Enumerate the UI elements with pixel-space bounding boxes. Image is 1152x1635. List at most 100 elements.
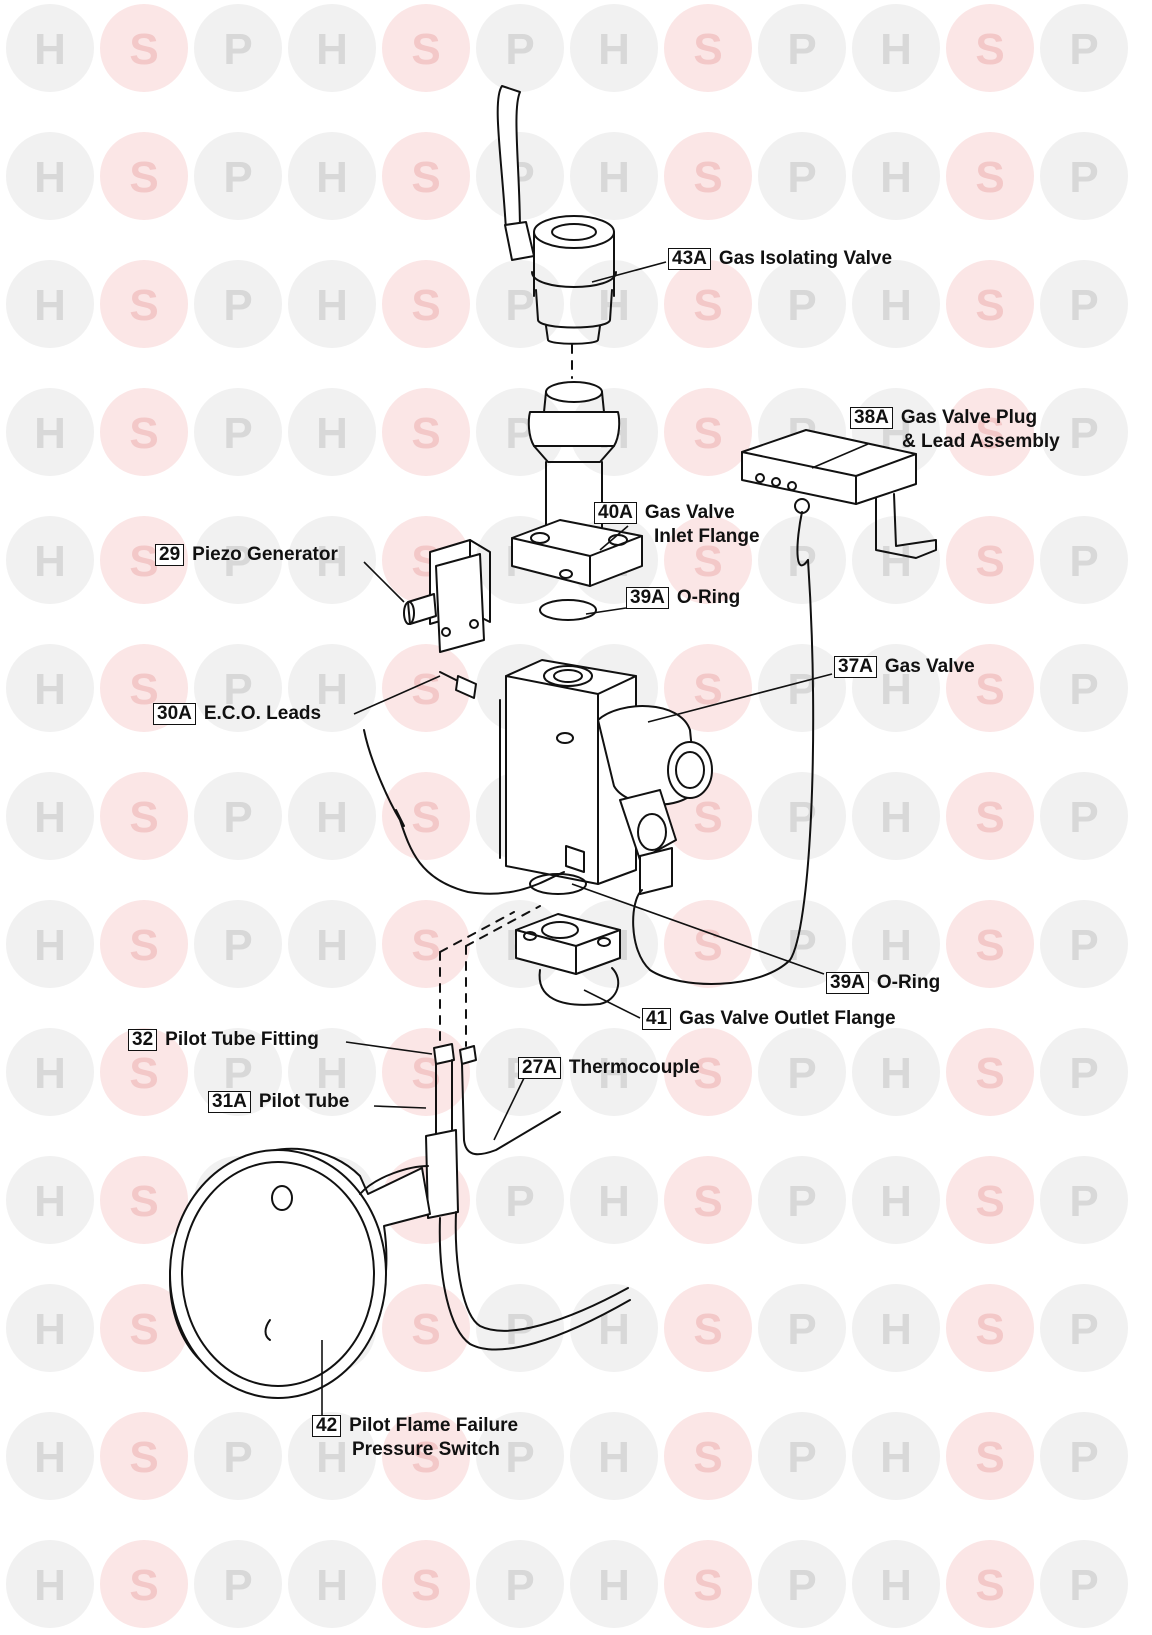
watermark-letter: S [129, 281, 158, 330]
watermark-letter: P [223, 281, 252, 330]
watermark-letter: S [411, 409, 440, 458]
watermark-circle [946, 1412, 1034, 1500]
watermark-circle [1040, 388, 1128, 476]
part-number: 32 [128, 1029, 158, 1051]
watermark-circle [382, 4, 470, 92]
watermark-circle [6, 1028, 94, 1116]
watermark-letter: S [975, 1049, 1004, 1098]
part-name: Piezo Generator [192, 544, 338, 565]
watermark-letter: H [316, 1561, 348, 1610]
watermark-letter: H [34, 921, 66, 970]
watermark-circle [382, 772, 470, 860]
watermark-letter: S [693, 1433, 722, 1482]
watermark-circle [100, 1156, 188, 1244]
watermark-letter: P [787, 1049, 816, 1098]
watermark-circle [6, 260, 94, 348]
watermark-circle [382, 900, 470, 988]
watermark-circle [476, 132, 564, 220]
watermark-letter: H [34, 281, 66, 330]
watermark-letter: H [34, 25, 66, 74]
part-number: 41 [642, 1008, 672, 1030]
watermark-circle [288, 900, 376, 988]
watermark-circle [194, 772, 282, 860]
watermark-circle [758, 1156, 846, 1244]
part-number: 30A [153, 703, 196, 725]
watermark-circle [664, 1284, 752, 1372]
watermark-circle [758, 516, 846, 604]
watermark-letter: H [880, 153, 912, 202]
watermark-letter: S [411, 921, 440, 970]
watermark-circle [6, 516, 94, 604]
watermark-circle [100, 1412, 188, 1500]
watermark-circle [852, 260, 940, 348]
watermark-circle [100, 260, 188, 348]
part-number: 39A [626, 587, 669, 609]
watermark-circle [946, 260, 1034, 348]
watermark-circle [852, 1540, 940, 1628]
watermark-letter: P [1069, 1561, 1098, 1610]
watermark-letter: S [975, 25, 1004, 74]
watermark-letter: P [787, 1305, 816, 1354]
watermark-circle [852, 1156, 940, 1244]
watermark-letter: H [598, 153, 630, 202]
watermark-circle [664, 644, 752, 732]
watermark-letter: S [693, 1177, 722, 1226]
watermark-letter: H [598, 1305, 630, 1354]
watermark-letter: S [693, 281, 722, 330]
watermark-circle [852, 1028, 940, 1116]
watermark-letter: P [1069, 921, 1098, 970]
watermark-letter: P [505, 25, 534, 74]
watermark-circle [1040, 900, 1128, 988]
gas-valve-inlet-flange-part [511, 381, 643, 587]
watermark-letter: S [129, 793, 158, 842]
watermark-letter: H [34, 665, 66, 714]
watermark-letter: P [223, 665, 252, 714]
watermark-circle [852, 772, 940, 860]
watermark-circle [852, 1412, 940, 1500]
watermark-letter: H [880, 1305, 912, 1354]
watermark-letter: H [880, 1177, 912, 1226]
watermark-letter: P [223, 1561, 252, 1610]
watermark-circle [382, 260, 470, 348]
watermark-letter: H [34, 1049, 66, 1098]
part-number: 27A [518, 1057, 561, 1079]
watermark-letter: S [975, 153, 1004, 202]
gas-isolating-valve-part [496, 85, 617, 345]
watermark-circle [288, 644, 376, 732]
thermocouple-part [461, 1063, 561, 1156]
watermark-circle [664, 388, 752, 476]
watermark-letter: P [1069, 1177, 1098, 1226]
part-name: Gas Valve Outlet Flange [679, 1008, 896, 1029]
leader-lines [321, 261, 869, 1418]
watermark-letter: P [1069, 665, 1098, 714]
watermark-letter: H [880, 665, 912, 714]
watermark-circle [6, 772, 94, 860]
watermark-circle [946, 1540, 1034, 1628]
watermark-circle [570, 4, 658, 92]
watermark-circle [6, 1156, 94, 1244]
watermark-circle [664, 1412, 752, 1500]
watermark-letter: S [693, 25, 722, 74]
watermark-circle [946, 1156, 1034, 1244]
watermark-letter: P [1069, 1433, 1098, 1482]
watermark-letter: H [316, 1433, 348, 1482]
watermark-circle [100, 1284, 188, 1372]
watermark-letter: H [880, 25, 912, 74]
watermark-circle [852, 516, 940, 604]
watermark-letter: P [1069, 537, 1098, 586]
watermark-circle [194, 1540, 282, 1628]
part-name-line2: Inlet Flange [654, 526, 760, 547]
watermark-circle [758, 260, 846, 348]
watermark-circle [382, 132, 470, 220]
watermark-letter: H [598, 1049, 630, 1098]
watermark-circle [758, 900, 846, 988]
pilot-flame-failure-switch-part [169, 1147, 431, 1399]
watermark-letter: S [411, 281, 440, 330]
watermark-letter: S [411, 1561, 440, 1610]
